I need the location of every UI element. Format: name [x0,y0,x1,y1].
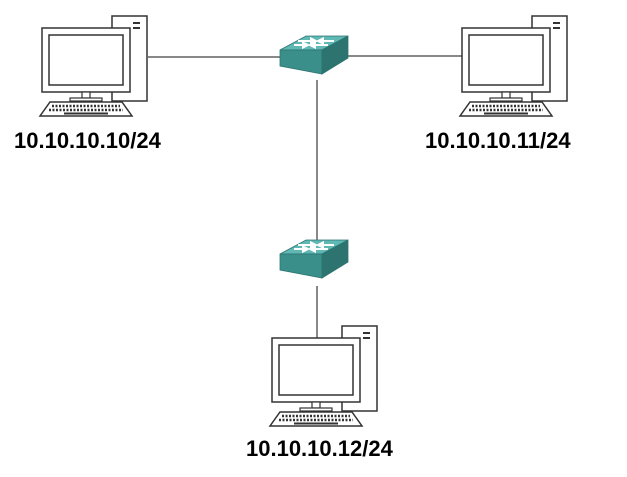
host-1 [38,14,149,118]
host-3 [268,324,379,428]
desktop-computer-icon [38,14,149,118]
links [148,55,466,340]
host-2 [458,14,569,118]
host-3-ip-label: 10.10.10.12/24 [246,436,393,461]
desktop-computer-icon [458,14,569,118]
network-switch-icon [279,35,349,75]
switch-1 [279,35,349,75]
host-2-ip-label: 10.10.10.11/24 [425,128,571,153]
desktop-computer-icon [268,324,379,428]
switch-2 [279,239,349,279]
host-1-ip-label: 10.10.10.10/24 [14,128,161,153]
network-switch-icon [279,239,349,279]
